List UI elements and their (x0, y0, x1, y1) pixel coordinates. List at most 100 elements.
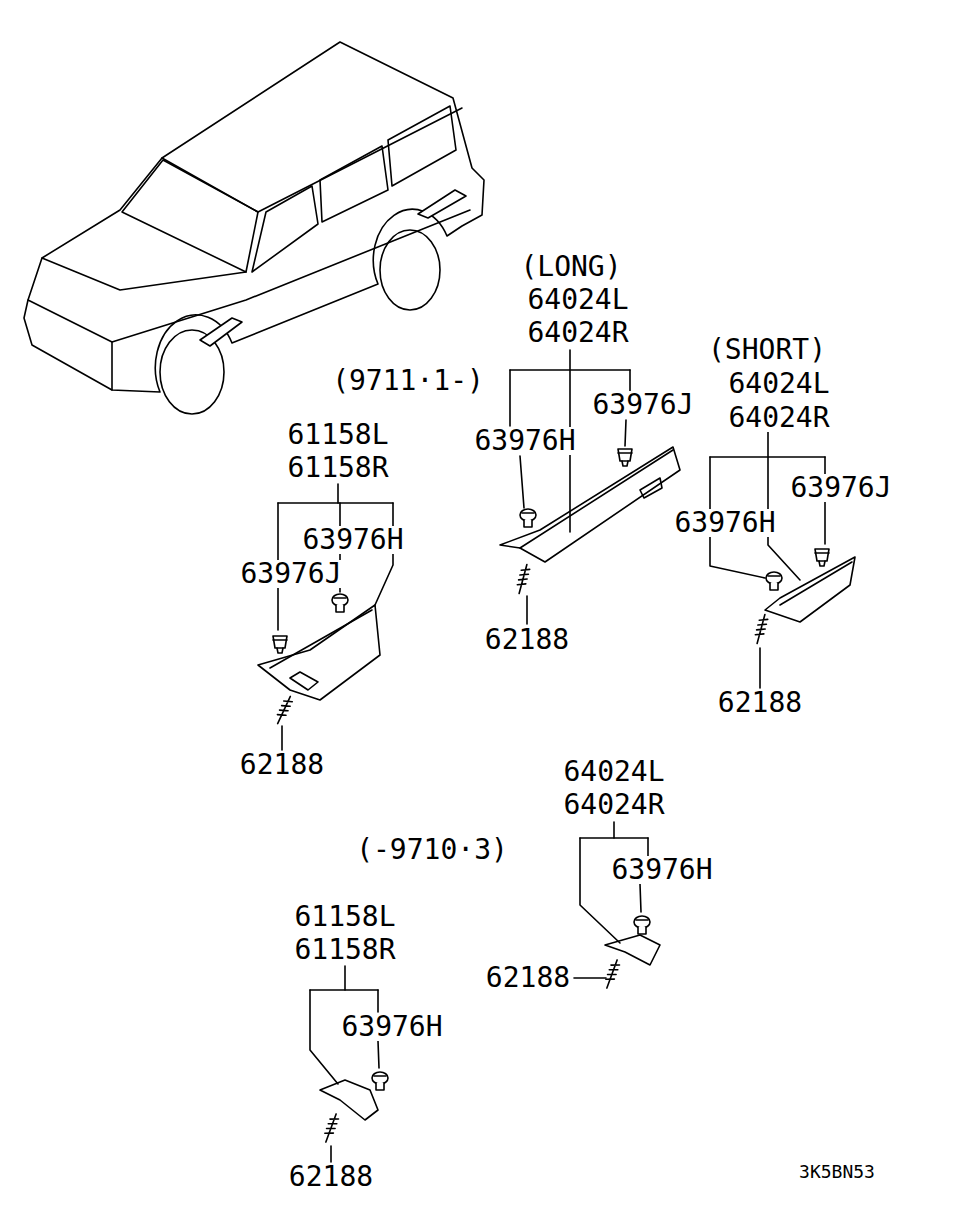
callout-number: (-9710·3) (354, 836, 510, 864)
line-art (200, 318, 242, 346)
label-holder: 61158L (285, 421, 390, 449)
label-holder: 63976J (238, 560, 343, 588)
callout-number: 61158L (292, 903, 397, 931)
line-art (780, 562, 852, 605)
line-art (281, 726, 283, 750)
line-art (258, 605, 380, 700)
callout-number: 61158R (285, 454, 390, 482)
line-art (418, 190, 466, 218)
label-holder: 63976H (609, 856, 714, 884)
callout-number: 62188 (483, 626, 571, 654)
part-symbol (753, 613, 768, 644)
part-symbol (274, 695, 294, 726)
label-holder: 64024R (525, 319, 630, 347)
line-art (344, 966, 346, 990)
callout-number: 64024R (726, 404, 831, 432)
line-art (122, 160, 258, 272)
callout-number: 63976H (472, 427, 577, 455)
line-art (112, 210, 470, 342)
label-holder: 64024L (726, 370, 831, 398)
vehicle-outline (24, 42, 484, 414)
line-art (337, 484, 339, 503)
callout-number: 64024R (561, 791, 666, 819)
line-art (759, 648, 761, 688)
label-holder: 62188 (483, 626, 571, 654)
line-art (310, 990, 338, 1084)
part-symbol (618, 449, 632, 466)
line-art (377, 990, 379, 1012)
line-art (500, 447, 680, 562)
part-symbol (520, 509, 536, 527)
part-symbol (273, 636, 287, 653)
callout-number: 61158R (292, 936, 397, 964)
callout-number: 62188 (238, 751, 326, 779)
drawing-code: 3K5BN53 (797, 1163, 877, 1181)
callout-number: 64024L (525, 286, 630, 314)
label-holder: (-9710·3) (354, 836, 510, 864)
line-art (710, 456, 825, 458)
callout-number: 63976H (672, 509, 777, 537)
leader-line (278, 484, 393, 750)
callout-number: 64024L (561, 758, 666, 786)
label-holder: (9711·1-) (330, 367, 486, 395)
short-flare (753, 549, 855, 645)
part-symbol (634, 916, 650, 934)
line-art (278, 502, 393, 504)
line-art (375, 503, 393, 605)
line-art (42, 258, 246, 290)
line-art (320, 146, 388, 222)
callout-number: (LONG) (518, 253, 623, 281)
line-art (24, 42, 484, 392)
label-holder: 63976J (788, 474, 893, 502)
label-holder: 62188 (287, 1163, 375, 1191)
line-art (320, 1080, 378, 1120)
line-art (613, 822, 615, 838)
line-art (290, 672, 318, 690)
label-holder: 64024L (561, 758, 666, 786)
label-holder: 63976H (339, 1013, 444, 1041)
callout-number: 63976H (609, 856, 714, 884)
callout-number: 64024R (525, 319, 630, 347)
label-holder: 63976J (590, 391, 695, 419)
label-holder: 64024R (726, 404, 831, 432)
line-art (605, 935, 660, 965)
label-holder: 62188 (238, 751, 326, 779)
label-holder: 62188 (484, 964, 572, 992)
line-art (330, 1146, 332, 1162)
line-art (520, 450, 673, 548)
line-art (28, 300, 112, 390)
part-symbol (815, 549, 829, 566)
callout-number: 62188 (716, 689, 804, 717)
line-art (580, 838, 620, 943)
line-art (768, 432, 800, 580)
callout-number: 61158L (285, 421, 390, 449)
label-holder: 62188 (716, 689, 804, 717)
line-art (647, 838, 649, 856)
label-holder: 63976H (672, 509, 777, 537)
leader-line (574, 822, 648, 978)
label-holder: 64024R (561, 791, 666, 819)
line-art (378, 1041, 379, 1068)
fender-flare-early (320, 1072, 388, 1143)
part-symbol (766, 572, 782, 590)
line-art (388, 106, 456, 186)
label-holder: 64024L (525, 286, 630, 314)
part-symbol (322, 1113, 340, 1144)
line-art (310, 989, 378, 991)
line-art (162, 108, 462, 212)
callout-number: (9711·1-) (330, 367, 486, 395)
callout-number: 62188 (484, 964, 572, 992)
callout-number: 63976J (238, 560, 343, 588)
label-holder: 63976H (300, 526, 405, 554)
leader-line (310, 966, 379, 1162)
line-art (270, 610, 372, 668)
leader-line (710, 432, 825, 688)
line-art (574, 977, 606, 979)
line-art (765, 557, 855, 622)
callout-number: 63976J (590, 391, 695, 419)
fender-flare (258, 594, 380, 725)
long-flare (500, 447, 680, 595)
label-holder: 63976H (472, 427, 577, 455)
callout-number: 62188 (287, 1163, 375, 1191)
part-symbol (372, 1072, 388, 1090)
